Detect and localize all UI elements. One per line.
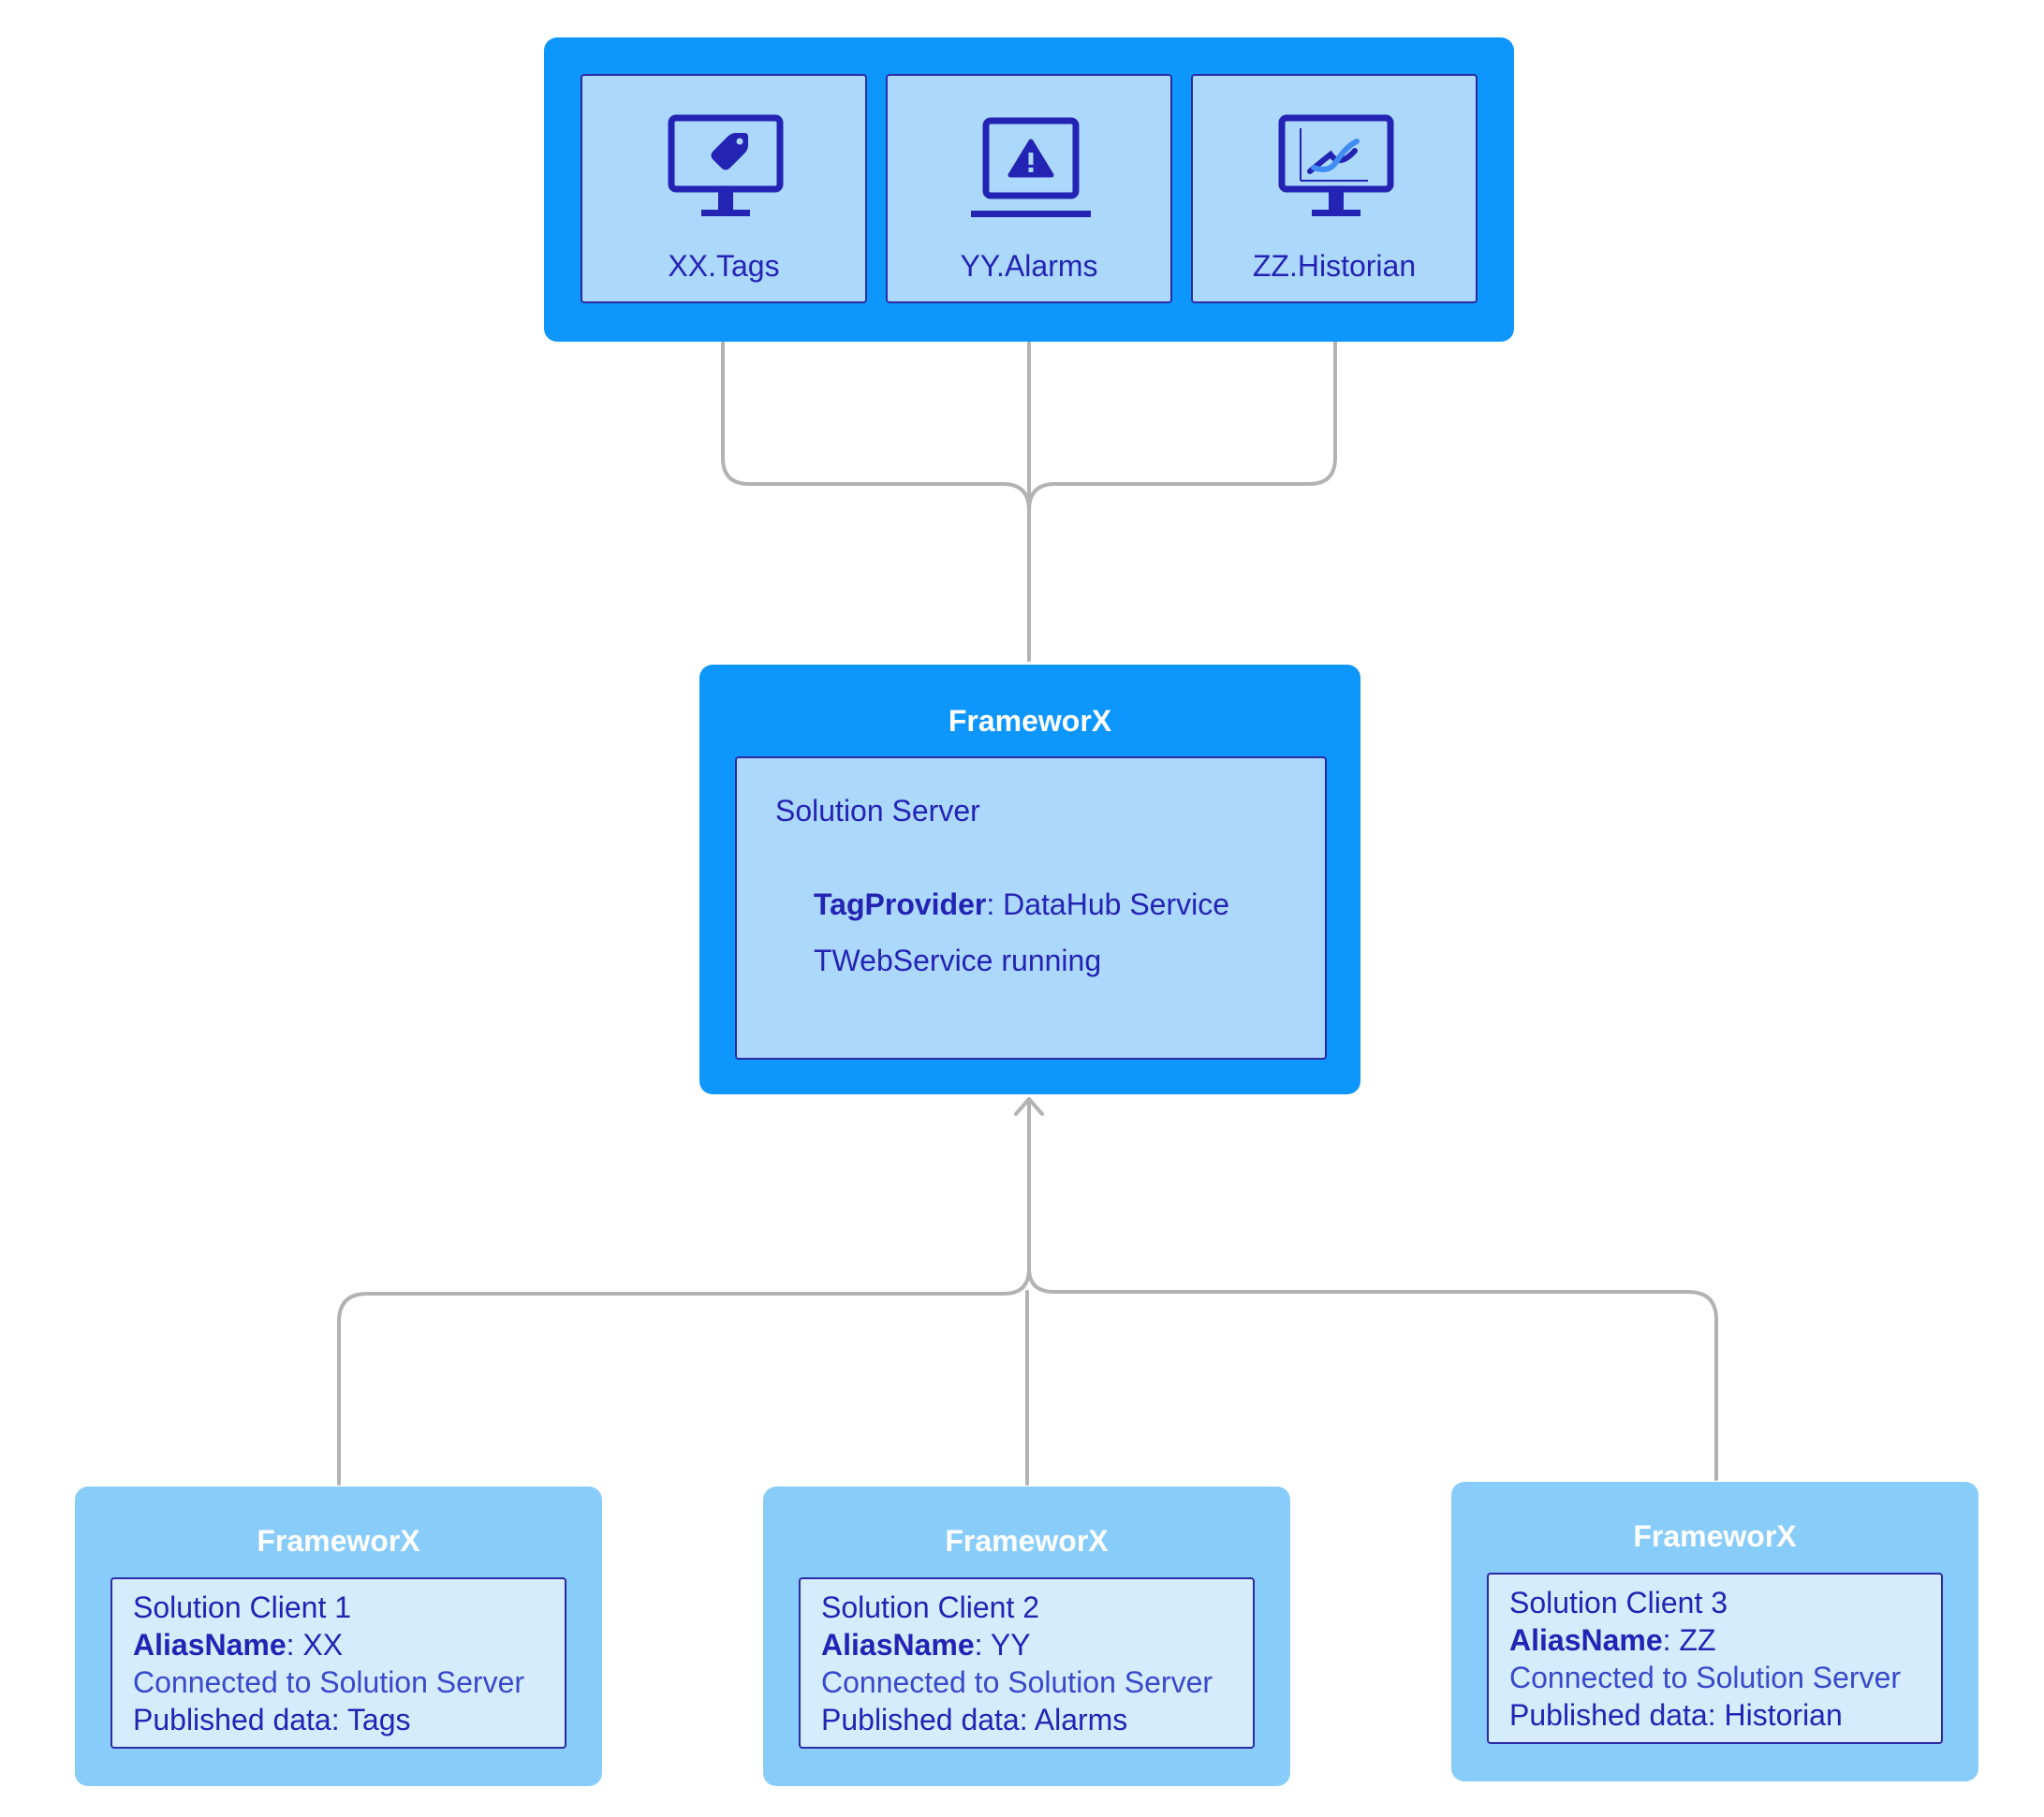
alias-key: AliasName [133, 1628, 287, 1662]
alias-key: AliasName [1509, 1623, 1663, 1657]
client-title: FrameworX [257, 1524, 420, 1558]
monitor-chart-icon [1278, 114, 1394, 216]
alias-line: AliasName: ZZ [1509, 1621, 1941, 1659]
client-name: Solution Client 3 [1509, 1586, 1728, 1619]
server-title: FrameworX [948, 704, 1112, 738]
service-status: TWebService running [814, 944, 1102, 977]
alias-line: AliasName: XX [133, 1626, 565, 1663]
connection-status: Connected to Solution Server [821, 1665, 1213, 1699]
tile-label: ZZ.Historian [1252, 249, 1417, 283]
client-title: FrameworX [1633, 1519, 1797, 1553]
connector-client3-to-server [1027, 1267, 1718, 1481]
server-name: Solution Server [775, 794, 980, 828]
tile-label: YY.Alarms [960, 249, 1098, 283]
client-panel: Solution Client 3 AliasName: ZZ Connecte… [1487, 1573, 1943, 1744]
tag-provider-value: : DataHub Service [986, 887, 1230, 921]
client-name: Solution Client 2 [821, 1590, 1040, 1624]
client-panel: Solution Client 2 AliasName: YY Connecte… [799, 1577, 1255, 1749]
alias-value: : ZZ [1662, 1623, 1716, 1657]
tag-provider-line: TagProvider: DataHub Service [814, 887, 1229, 922]
tile-label: XX.Tags [668, 249, 780, 283]
alias-key: AliasName [821, 1628, 975, 1662]
alias-value: : YY [974, 1628, 1031, 1662]
client-panel: Solution Client 1 AliasName: XX Connecte… [110, 1577, 566, 1749]
tile-tags: XX.Tags [581, 74, 867, 303]
published-data: Published data: Tags [133, 1703, 411, 1736]
client-title: FrameworX [945, 1524, 1109, 1558]
published-data: Published data: Alarms [821, 1703, 1128, 1736]
connector-server-to-historian [1027, 311, 1337, 512]
client-box-3: FrameworX Solution Client 3 AliasName: Z… [1451, 1482, 1978, 1781]
alias-line: AliasName: YY [821, 1626, 1253, 1663]
frameworx-server-box: FrameworX Solution Server TagProvider: D… [699, 665, 1360, 1094]
connection-status: Connected to Solution Server [1509, 1661, 1902, 1694]
laptop-alarm-icon [971, 117, 1091, 217]
tile-alarms: YY.Alarms [886, 74, 1172, 303]
monitor-tag-icon [668, 114, 784, 216]
tile-historian: ZZ.Historian [1191, 74, 1478, 303]
client-box-2: FrameworX Solution Client 2 AliasName: Y… [763, 1487, 1290, 1786]
alias-value: : XX [286, 1628, 344, 1662]
arrowhead-server [1014, 1097, 1044, 1116]
tag-provider-key: TagProvider [814, 887, 987, 921]
solution-server-panel: Solution Server TagProvider: DataHub Ser… [735, 756, 1327, 1060]
connector-server-to-tags [721, 311, 1031, 662]
connection-status: Connected to Solution Server [133, 1665, 525, 1699]
connector-client1-to-server [337, 1100, 1031, 1486]
published-data: Published data: Historian [1509, 1698, 1843, 1732]
client-name: Solution Client 1 [133, 1590, 352, 1624]
display-panel: XX.Tags YY.Alarms ZZ.Historian [544, 37, 1514, 342]
client-box-1: FrameworX Solution Client 1 AliasName: X… [75, 1487, 602, 1786]
